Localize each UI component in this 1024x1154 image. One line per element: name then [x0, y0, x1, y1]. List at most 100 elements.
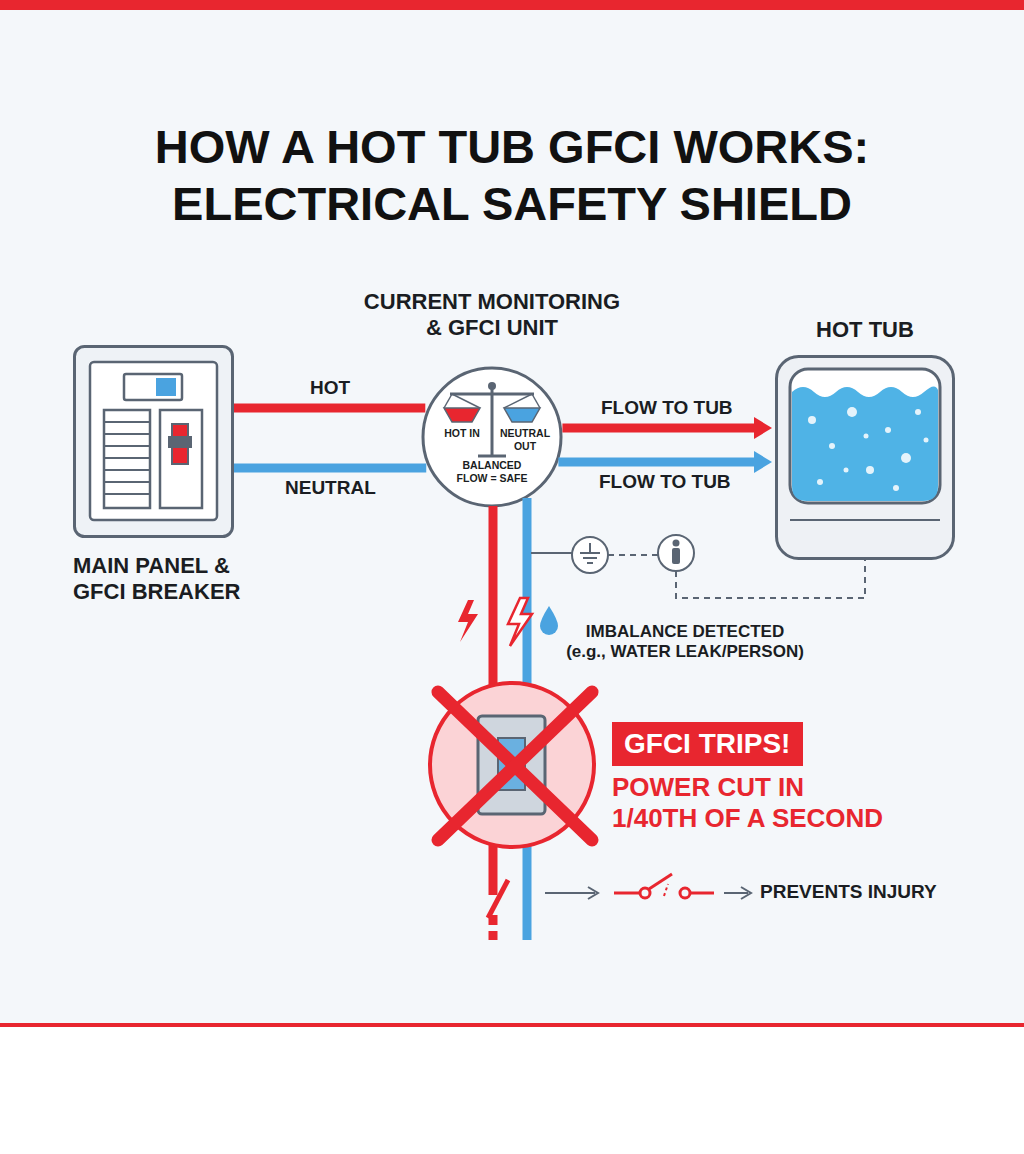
panel-drawing-part: [75, 347, 233, 537]
tub-drawing-part-part: [893, 485, 899, 491]
fault-symbols: [458, 598, 558, 646]
tub-box: HOT TUB: [775, 355, 955, 560]
panel-drawing-part-part: [104, 421, 150, 423]
tub-drawing-part-part: [829, 443, 835, 449]
tub-drawing-part: [790, 519, 940, 521]
fault-symbols-part: [458, 600, 478, 642]
page-title: HOW A HOT TUB GFCI WORKS: ELECTRICAL SAF…: [62, 118, 962, 232]
connector-line: [558, 458, 756, 467]
wire-label: HOT: [307, 377, 353, 400]
ground-symbol-part: [572, 537, 608, 573]
switch-open-symbol: [545, 874, 751, 899]
bottom-rule: [0, 1023, 1024, 1027]
monitor-circle-part-part: [532, 394, 540, 408]
monitor-circle-part-part: [452, 394, 480, 408]
monitor-circle-part: [478, 455, 506, 458]
monitor-circle-part: [423, 368, 561, 506]
wire-label: FLOW TO TUB: [596, 471, 734, 494]
monitor-circle-part-part: [444, 394, 452, 408]
tub-drawing-part-part: [864, 434, 869, 439]
switch-open-symbol-part: [741, 887, 751, 899]
monitor-circle: CURRENT MONITORING & GFCI UNITHOT INNEUT…: [422, 367, 562, 507]
node-heading: HOT TUB: [755, 317, 975, 343]
panel-drawing-part: [104, 422, 150, 494]
monitor-circle-part: [504, 408, 540, 422]
tub-drawing-part-part: [817, 479, 823, 485]
trip-breaker: [430, 683, 594, 847]
person-icon-part: [676, 560, 865, 598]
status-label: BALANCED FLOW = SAFE: [450, 459, 534, 484]
result-note: PREVENTS INJURY: [760, 881, 1000, 904]
arrow-head: [754, 451, 772, 473]
switch-open-symbol-part: [664, 884, 668, 896]
panel-drawing-part-part: [104, 481, 150, 483]
connector: [558, 451, 772, 473]
monitor-circle-part: [444, 408, 480, 422]
switch-open-symbol-part: [690, 892, 714, 895]
panel-drawing-part: [124, 374, 182, 400]
trip-breaker-part: [430, 683, 594, 847]
panel-drawing-part-part: [104, 445, 150, 447]
trip-wires-part: [488, 880, 508, 918]
switch-open-symbol-part: [588, 887, 598, 899]
ground-symbol-part: [587, 562, 593, 564]
tub-drawing: [777, 357, 954, 559]
ground-symbol-part: [580, 552, 600, 554]
switch-open-symbol-part: [649, 874, 672, 889]
person-icon: [658, 535, 865, 598]
ground-symbol-part: [589, 543, 591, 553]
switch-open-symbol-part: [724, 892, 748, 894]
ground-symbol: [572, 537, 658, 573]
monitor-circle-part: [450, 393, 534, 396]
panel-drawing-part: [168, 436, 192, 448]
tub-drawing-part-part: [866, 466, 874, 474]
panel-drawing: [75, 347, 233, 537]
connector-line: [234, 404, 425, 413]
ground-symbol-part: [608, 554, 658, 556]
tub-drawing-part-part: [847, 407, 857, 417]
tub-drawing-part-part: [901, 453, 911, 463]
panel-drawing-part: [156, 378, 176, 396]
tub-drawing-part-part: [915, 409, 921, 415]
top-bar: [0, 0, 1024, 10]
trip-breaker-part: [438, 692, 592, 840]
scale-label: NEUTRAL OUT: [494, 427, 556, 452]
banner-text: GFCI TRIPS!: [624, 727, 790, 761]
tub-drawing-part: [790, 369, 940, 503]
ground-symbol-part: [583, 557, 597, 559]
tub-drawing-part: [777, 357, 954, 559]
panel-box: MAIN PANEL & GFCI BREAKER: [73, 345, 233, 538]
connector: [234, 408, 425, 409]
monitor-circle-part: [488, 382, 496, 390]
trip-time-note: POWER CUT IN 1/40TH OF A SECOND: [612, 772, 892, 834]
trip-wires-part: [489, 915, 498, 940]
panel-drawing-part-part: [104, 433, 150, 435]
node-heading: MAIN PANEL & GFCI BREAKER: [73, 553, 258, 606]
tub-drawing-part-part: [885, 427, 891, 433]
switch-open-symbol-part: [640, 888, 650, 898]
fault-symbols-part: [540, 606, 558, 635]
connector-line: [234, 464, 426, 473]
scale-label: HOT IN: [440, 427, 484, 440]
monitor-circle-part: [444, 394, 540, 408]
switch-open-symbol-part: [614, 892, 640, 895]
connector: [562, 417, 772, 439]
tub-drawing-part-part: [808, 416, 816, 424]
wire-label: NEUTRAL: [282, 477, 379, 500]
arrow-head: [754, 417, 772, 439]
panel-drawing-part: [90, 362, 217, 520]
fault-note: IMBALANCE DETECTED (e.g., WATER LEAK/PER…: [560, 622, 810, 663]
panel-drawing-part: [160, 410, 202, 508]
connector: [234, 468, 426, 469]
panel-drawing-part-part: [104, 493, 150, 495]
panel-drawing-part-part: [104, 457, 150, 459]
panel-drawing-part: [104, 410, 150, 508]
fault-symbols-part: [508, 598, 532, 646]
person-icon-part: [673, 540, 680, 547]
tub-drawing-part-part: [924, 438, 929, 443]
trip-wires-part: [531, 552, 572, 554]
trip-breaker-part: [438, 692, 592, 840]
wire-label: FLOW TO TUB: [598, 397, 736, 420]
switch-open-symbol-part: [545, 892, 595, 894]
